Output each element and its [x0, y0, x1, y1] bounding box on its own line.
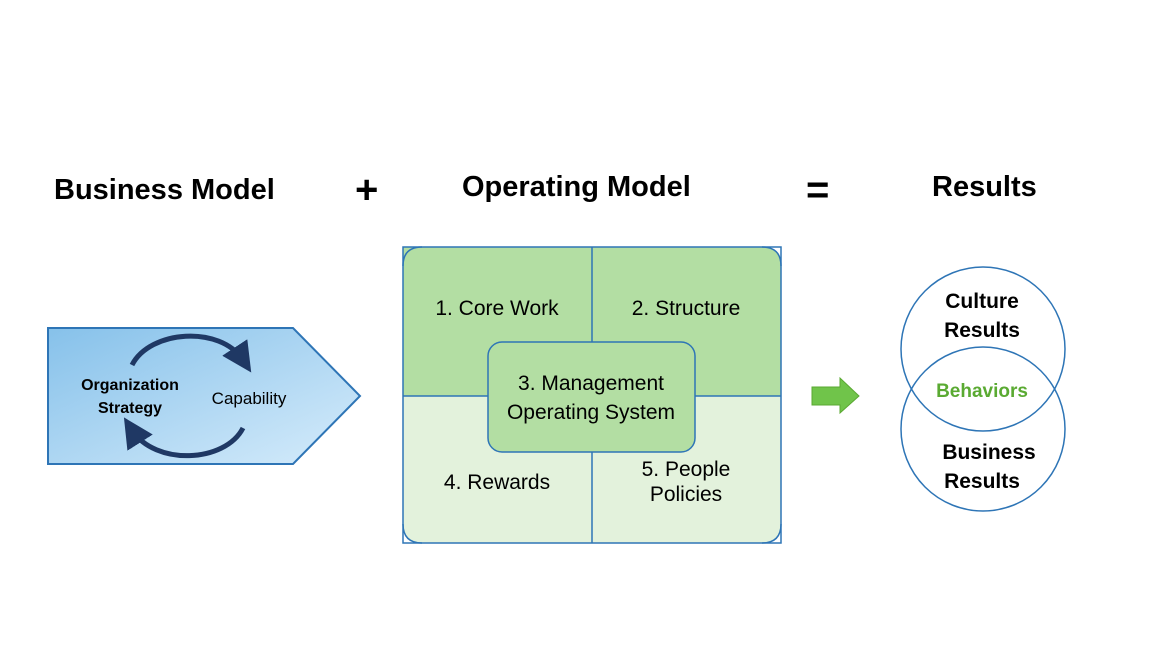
rewards-label: 4. Rewards: [444, 471, 550, 494]
equals-operator: =: [806, 168, 830, 212]
operating-model-grid: 1. Core Work 2. Structure 4. Rewards 5. …: [402, 246, 782, 544]
behaviors-label: Behaviors: [936, 381, 1028, 402]
org-strategy-line2: Strategy: [98, 400, 162, 417]
mos-line2: Operating System: [507, 401, 675, 424]
core-work-label: 1. Core Work: [435, 297, 559, 320]
cycle-arrows-icon: [123, 333, 252, 459]
business-results-line2: Results: [944, 470, 1020, 493]
mos-line1: 3. Management: [518, 372, 664, 395]
management-operating-system-box: [487, 341, 696, 453]
people-policies-line1: 5. People: [642, 458, 731, 481]
plus-operator: +: [355, 168, 379, 212]
business-model-heading: Business Model: [54, 174, 275, 206]
business-results-line1: Business: [942, 441, 1035, 464]
culture-results-line2: Results: [944, 319, 1020, 342]
business-model-chevron: Organization Strategy Capability: [47, 327, 362, 465]
culture-results-line1: Culture: [945, 290, 1019, 313]
results-venn: Culture Results Behaviors Business Resul…: [900, 266, 1066, 512]
results-heading: Results: [932, 171, 1037, 203]
business-results-circle: [900, 346, 1066, 512]
right-arrow-icon: [811, 376, 860, 415]
org-strategy-line1: Organization: [81, 377, 179, 394]
people-policies-line2: Policies: [650, 483, 722, 506]
culture-results-circle: [900, 266, 1066, 432]
capability-label: Capability: [212, 389, 287, 408]
operating-model-heading: Operating Model: [462, 171, 691, 203]
structure-label: 2. Structure: [632, 297, 741, 320]
